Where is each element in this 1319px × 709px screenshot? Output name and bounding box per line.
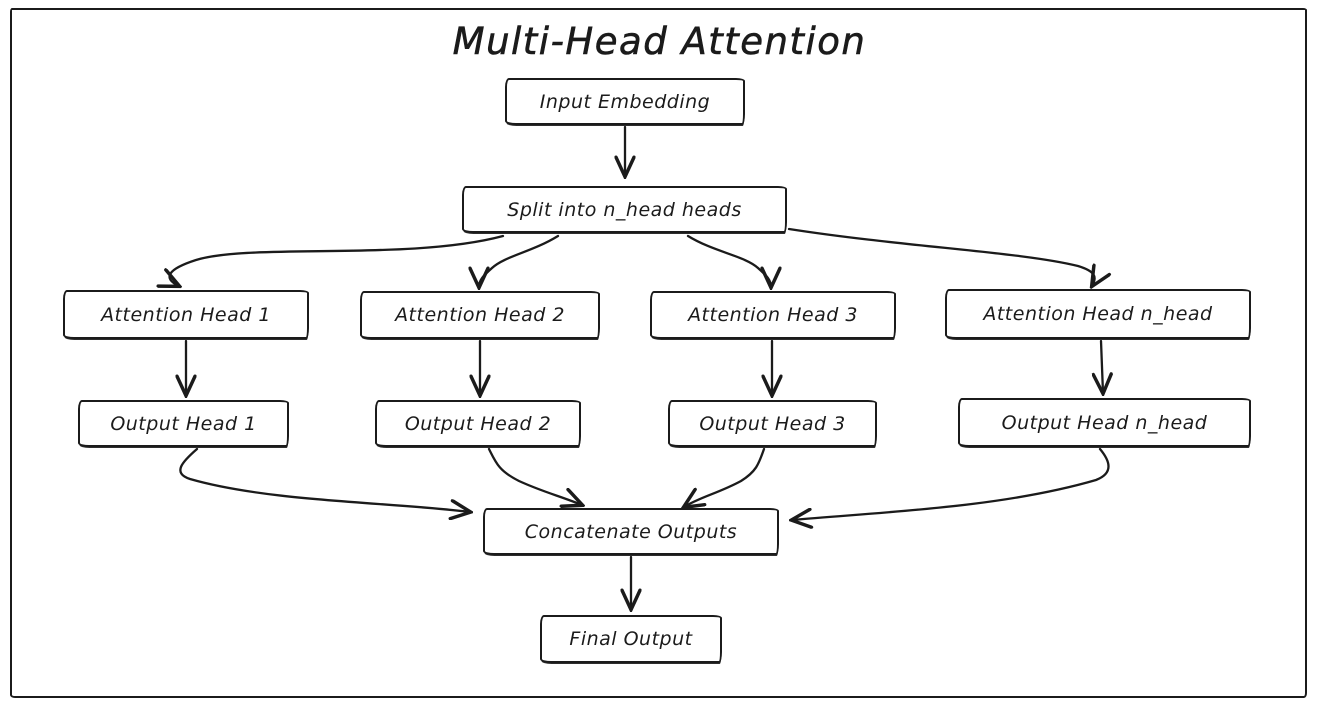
node-final-output: Final Output	[540, 615, 722, 663]
node-output-head-1: Output Head 1	[78, 400, 289, 447]
edge-split-to-attention-head-2	[479, 234, 560, 287]
edge-output-head-2-to-concatenate	[487, 447, 582, 505]
node-output-head-n: Output Head n_head	[958, 398, 1251, 447]
node-attention-head-3: Attention Head 3	[650, 291, 896, 339]
node-attention-head-n: Attention Head n_head	[945, 289, 1251, 339]
edge-split-to-attention-head-1	[170, 234, 505, 286]
edge-attention-head-n-to-output-head-n	[1101, 339, 1103, 393]
node-output-head-1-label: Output Head 1	[110, 412, 257, 435]
node-attention-head-2-label: Attention Head 2	[395, 304, 565, 326]
node-attention-head-2: Attention Head 2	[360, 291, 600, 339]
edge-split-to-attention-head-3	[686, 234, 771, 287]
node-concatenate-outputs-label: Concatenate Outputs	[524, 520, 738, 543]
node-output-head-3: Output Head 3	[668, 400, 877, 447]
edge-output-head-n-to-concatenate	[792, 447, 1110, 520]
node-split-label: Split into n_head heads	[507, 198, 742, 221]
edge-output-head-3-to-concatenate	[684, 447, 766, 507]
node-output-head-n-label: Output Head n_head	[1001, 411, 1208, 434]
node-attention-head-3-label: Attention Head 3	[688, 304, 858, 326]
edge-output-head-1-to-concatenate	[179, 447, 470, 512]
node-output-head-3-label: Output Head 3	[699, 412, 846, 435]
node-output-head-2: Output Head 2	[375, 400, 581, 447]
diagram-title: Multi-Head Attention	[452, 20, 867, 64]
node-attention-head-1-label: Attention Head 1	[101, 303, 271, 326]
node-split: Split into n_head heads	[462, 186, 787, 233]
node-input-embedding-label: Input Embedding	[539, 90, 711, 113]
node-input-embedding: Input Embedding	[505, 78, 745, 125]
node-final-output-label: Final Output	[569, 628, 693, 650]
node-attention-head-n-label: Attention Head n_head	[983, 303, 1213, 325]
node-concatenate-outputs: Concatenate Outputs	[483, 508, 779, 555]
diagram-border	[10, 8, 1307, 698]
node-output-head-2-label: Output Head 2	[404, 412, 552, 435]
node-attention-head-1: Attention Head 1	[63, 290, 309, 339]
edge-split-to-attention-head-n	[787, 227, 1095, 286]
